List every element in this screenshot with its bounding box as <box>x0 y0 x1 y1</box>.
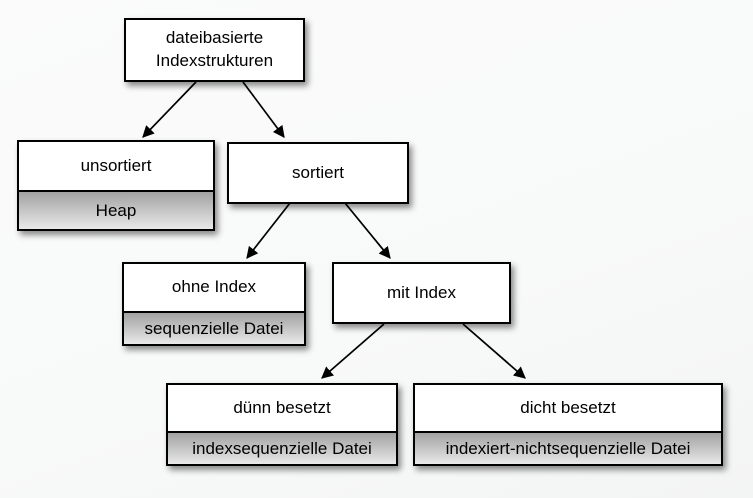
node-duenn-besetzt: dünn besetzt indexsequenzielle Datei <box>166 383 398 466</box>
edge-mit-index-to-dicht-besetzt-arrow <box>462 323 526 379</box>
node-mit-index: mit Index <box>332 262 511 324</box>
node-sublabel-heap: Heap <box>19 190 213 229</box>
node-label: ohne Index <box>171 277 257 297</box>
node-label: mit Index <box>387 282 456 302</box>
edge-sortiert-to-ohne-index-arrow <box>246 202 291 259</box>
node-label: unsortiert <box>80 155 152 175</box>
edge-sortiert-to-mit-index-arrow <box>344 202 391 259</box>
edge-mit-index-to-duenn-besetzt-arrow <box>321 323 385 379</box>
node-sublabel-sequenzielle-datei: sequenzielle Datei <box>124 311 304 344</box>
node-label: dateibasierte Indexstrukturen <box>155 28 274 70</box>
node-sublabel-indexsequenzielle-datei: indexsequenzielle Datei <box>168 431 396 464</box>
node-sortiert: sortiert <box>227 142 409 204</box>
node-dicht-besetzt: dicht besetzt indexiert-nichtsequenziell… <box>413 383 723 466</box>
node-ohne-index: ohne Index sequenzielle Datei <box>122 262 306 346</box>
node-unsortiert: unsortiert Heap <box>17 140 215 231</box>
node-label: dicht besetzt <box>520 397 616 417</box>
node-dateibasierte-indexstrukturen: dateibasierte Indexstrukturen <box>124 18 305 82</box>
edge-root-to-sortiert-arrow <box>242 81 285 138</box>
node-sublabel-indexiert-nichtsequenzielle-datei: indexiert-nichtsequenzielle Datei <box>415 431 721 464</box>
node-label: dünn besetzt <box>233 397 331 417</box>
edge-root-to-unsortiert-arrow <box>142 81 197 138</box>
node-label: sortiert <box>292 162 344 182</box>
